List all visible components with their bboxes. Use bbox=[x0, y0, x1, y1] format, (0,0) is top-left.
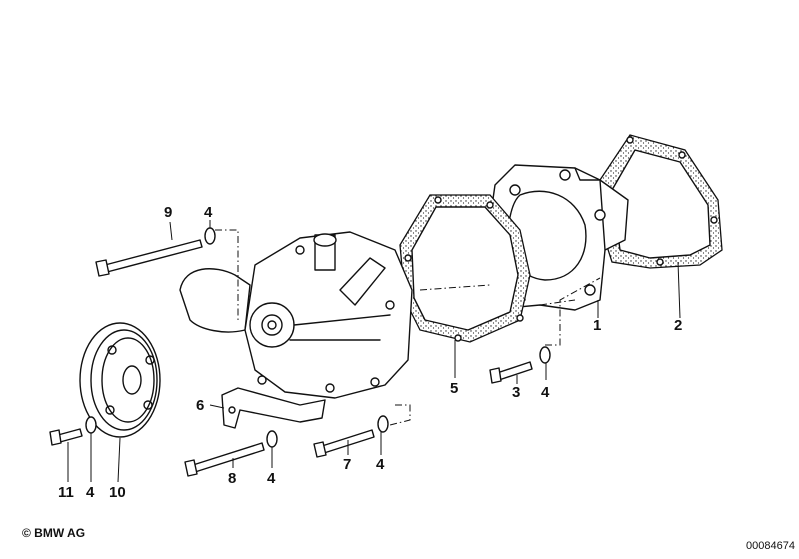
water-pump bbox=[179, 231, 413, 399]
label-11: 11 bbox=[58, 484, 74, 501]
label-8: 8 bbox=[228, 470, 236, 487]
part-labels: 9 4 1 2 3 4 5 6 7 4 8 4 11 4 10 bbox=[58, 204, 682, 501]
label-4-left: 4 bbox=[86, 484, 95, 501]
leader-lines bbox=[67, 220, 681, 483]
bracket-6 bbox=[221, 387, 326, 429]
bolt-8 bbox=[184, 442, 265, 477]
label-10: 10 bbox=[109, 484, 126, 501]
gasket-5 bbox=[399, 194, 531, 343]
washer-4-right bbox=[539, 346, 551, 364]
washer-4-bottom bbox=[266, 430, 278, 448]
bolt-7 bbox=[313, 429, 375, 458]
gasket-2 bbox=[599, 134, 723, 269]
washer-4-top bbox=[204, 227, 216, 245]
label-1: 1 bbox=[593, 317, 601, 334]
label-3: 3 bbox=[512, 384, 520, 401]
label-4-top: 4 bbox=[204, 204, 213, 221]
label-4-bottom-right: 4 bbox=[376, 456, 385, 473]
label-4-right: 4 bbox=[541, 384, 550, 401]
bolt-9 bbox=[95, 239, 203, 277]
label-5: 5 bbox=[450, 380, 458, 397]
copyright-notice: © BMW AG bbox=[22, 526, 86, 540]
washer-4-bottom-right bbox=[377, 415, 389, 433]
label-2: 2 bbox=[674, 317, 682, 334]
label-6: 6 bbox=[196, 397, 204, 414]
bolt-11 bbox=[49, 428, 83, 446]
pulley-10 bbox=[79, 322, 161, 438]
label-4-bottom: 4 bbox=[267, 470, 276, 487]
drawing-number: 00084674 bbox=[746, 540, 795, 552]
label-7: 7 bbox=[343, 456, 351, 473]
label-9: 9 bbox=[164, 204, 172, 221]
assembly-lines bbox=[215, 229, 601, 426]
washer-4-left bbox=[85, 416, 97, 434]
bolt-3 bbox=[489, 361, 533, 384]
